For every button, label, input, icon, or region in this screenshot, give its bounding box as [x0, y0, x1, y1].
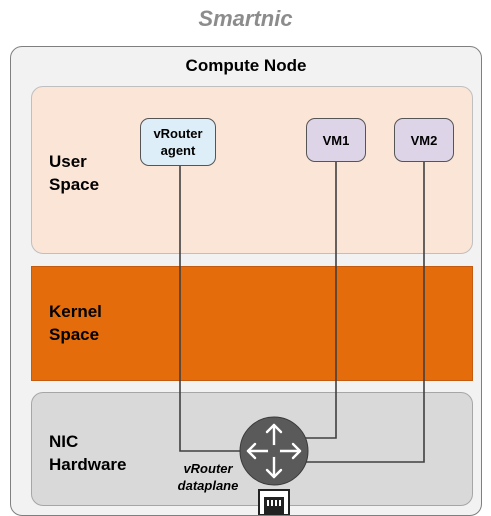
- nic-hardware-label: NIC Hardware: [49, 432, 127, 474]
- router-icon: [239, 416, 309, 486]
- vm1-connector: [300, 162, 337, 439]
- kernel-space-label: Kernel Space: [49, 302, 102, 344]
- vrouter-dataplane-label: vRouter dataplane: [177, 461, 239, 493]
- vm1-box: VM1: [306, 118, 366, 162]
- vm2-box: VM2: [394, 118, 454, 162]
- user-space-layer: [31, 86, 473, 254]
- vrouter-agent-box: vRouter agent: [140, 118, 216, 166]
- agent-connector: [179, 166, 245, 452]
- kernel-space-layer: [31, 266, 473, 381]
- compute-node-label: Compute Node: [185, 56, 307, 75]
- user-space-label: User Space: [49, 152, 100, 194]
- vm2-connector: [300, 162, 425, 463]
- diagram-title: Smartnic: [198, 6, 293, 31]
- ethernet-port-icon: [258, 489, 290, 515]
